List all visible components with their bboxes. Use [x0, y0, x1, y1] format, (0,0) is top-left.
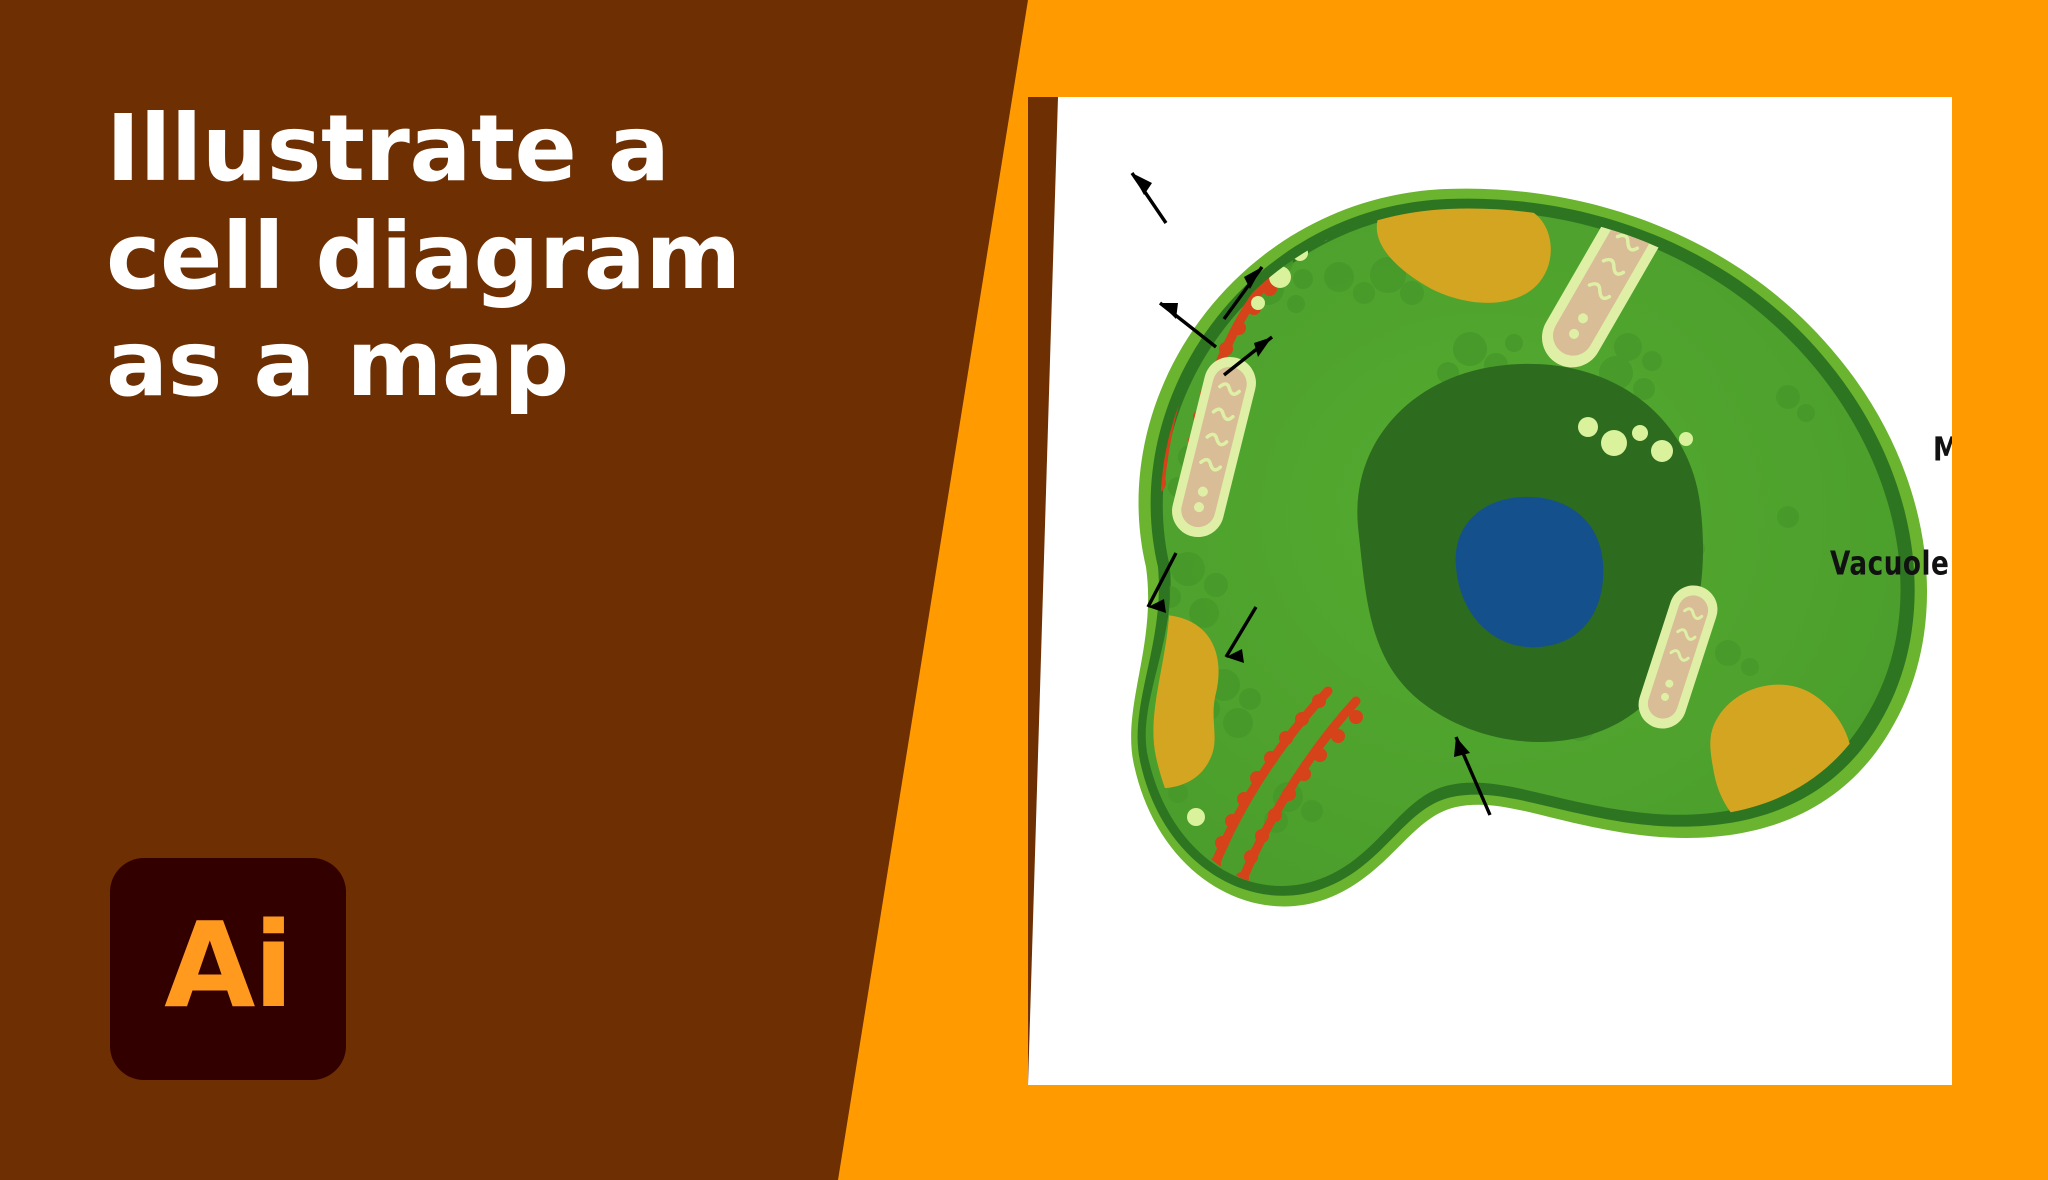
plant-cell-illustration [1130, 172, 1928, 907]
arrow-cytoplasm [1224, 606, 1258, 658]
label-arrowheads [1132, 173, 1470, 757]
cell-interior [1153, 208, 1854, 886]
label-mitochondria: Mitochondria [1933, 430, 1952, 469]
adobe-illustrator-logo-icon: Ai [110, 858, 346, 1080]
label-vacuole: Vacuole [1830, 544, 1950, 583]
headline-line-2: cell diagram [106, 202, 741, 310]
headline-line-3: as a map [106, 310, 569, 418]
page-title: Illustrate a cell diagram as a map [106, 95, 746, 418]
adobe-illustrator-logo-label: Ai [164, 896, 294, 1034]
nucleolus-shape [1455, 496, 1604, 648]
headline-line-1: Illustrate a [106, 95, 670, 202]
artboard: Plant Cell Wall Cell Membrane Chloroplas… [1028, 97, 1952, 1085]
arrow-vacuole [1146, 552, 1178, 608]
endoplasmic-reticulum-studs-bottom [1207, 694, 1363, 886]
